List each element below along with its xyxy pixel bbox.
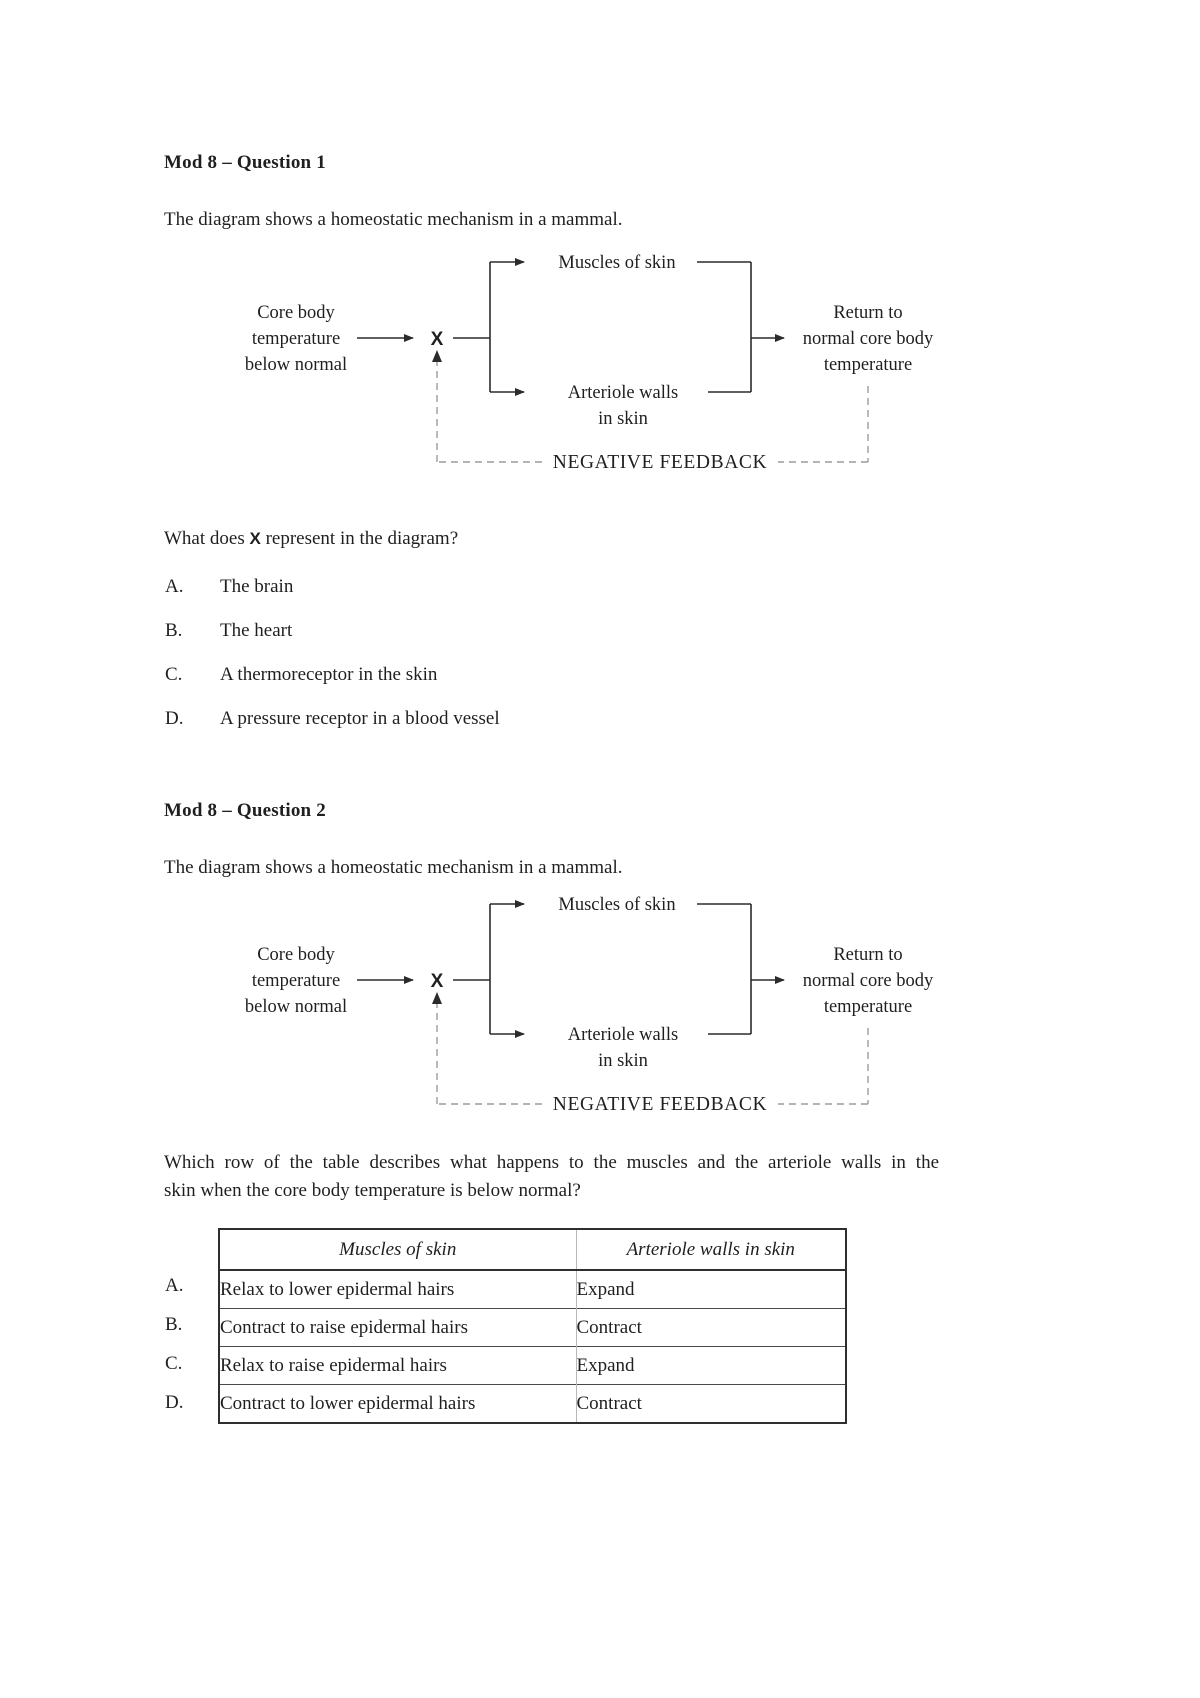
q2-return-line3: temperature <box>824 997 912 1017</box>
row-d-muscles: Contract to lower epidermal hairs <box>219 1384 576 1423</box>
q1-diagram: Core body temperature below normal X Mus… <box>245 253 934 473</box>
table-header-row: Muscles of skin Arteriole walls in skin <box>219 1229 846 1271</box>
q2-core-line1: Core body <box>257 945 335 965</box>
q1-muscles-label: Muscles of skin <box>558 253 675 273</box>
q2-arteriole-label-line2: in skin <box>598 1051 648 1071</box>
q1-option-d-text: A pressure receptor in a blood vessel <box>220 708 500 729</box>
q2-arteriole-label-line1: Arteriole walls <box>568 1025 678 1045</box>
q2-muscles-label: Muscles of skin <box>558 895 675 915</box>
q2-x-node: X <box>431 971 444 992</box>
q1-core-line2: temperature <box>252 329 340 349</box>
q2-core-line3: below normal <box>245 997 347 1017</box>
q2-negative-feedback-label: NEGATIVE FEEDBACK <box>553 1094 767 1115</box>
q2-question-line1: Which row of the table describes what ha… <box>164 1152 939 1173</box>
table-row: Contract to lower epidermal hairs Contra… <box>219 1384 846 1423</box>
q1-question-pre: What does <box>164 528 250 549</box>
q1-question: What does X represent in the diagram? <box>164 528 458 550</box>
q2-question-line2: skin when the core body temperature is b… <box>164 1180 581 1201</box>
q1-option-b-text: The heart <box>220 620 293 641</box>
q1-heading: Mod 8 – Question 1 <box>164 152 326 173</box>
table-header-muscles: Muscles of skin <box>219 1229 576 1271</box>
q1-x-node: X <box>431 329 444 350</box>
q1-arteriole-label-line1: Arteriole walls <box>568 383 678 403</box>
q2-row-b-letter: B. <box>165 1314 183 1335</box>
q2-return-line1: Return to <box>833 945 902 965</box>
q1-question-post: represent in the diagram? <box>260 528 459 549</box>
answer-table: Muscles of skin Arteriole walls in skin … <box>218 1228 847 1424</box>
q2-diagram: Core body temperature below normal X Mus… <box>245 895 934 1115</box>
q2-row-c-letter: C. <box>165 1353 183 1374</box>
row-a-muscles: Relax to lower epidermal hairs <box>219 1269 576 1309</box>
q1-intro: The diagram shows a homeostatic mechanis… <box>164 209 623 230</box>
q1-question-x: X <box>249 529 261 548</box>
row-d-arteriole: Contract <box>575 1384 846 1423</box>
q1-arteriole-label-line2: in skin <box>598 409 648 429</box>
q1-option-a-text: The brain <box>220 576 294 597</box>
q1-option-d-letter: D. <box>165 708 184 729</box>
q1-option-c-text: A thermoreceptor in the skin <box>220 664 438 685</box>
q1-return-line2: normal core body <box>803 329 934 349</box>
q1-negative-feedback-label: NEGATIVE FEEDBACK <box>553 452 767 473</box>
q1-option-b-letter: B. <box>165 620 183 641</box>
row-a-arteriole: Expand <box>575 1269 846 1309</box>
table-row: Relax to raise epidermal hairs Expand <box>219 1346 846 1385</box>
q2-core-line2: temperature <box>252 971 340 991</box>
q1-core-line3: below normal <box>245 355 347 375</box>
q1-feedback-up-arrowhead <box>432 350 442 362</box>
q2-intro: The diagram shows a homeostatic mechanis… <box>164 857 623 878</box>
row-b-muscles: Contract to raise epidermal hairs <box>219 1308 576 1347</box>
q1-return-line1: Return to <box>833 303 902 323</box>
q2-return-line2: normal core body <box>803 971 934 991</box>
q1-return-line3: temperature <box>824 355 912 375</box>
table-header-arteriole: Arteriole walls in skin <box>575 1229 846 1271</box>
row-b-arteriole: Contract <box>575 1308 846 1347</box>
q2-heading: Mod 8 – Question 2 <box>164 800 326 821</box>
table-row: Contract to raise epidermal hairs Contra… <box>219 1308 846 1347</box>
q2-row-a-letter: A. <box>165 1275 184 1296</box>
q1-option-a-letter: A. <box>165 576 184 597</box>
table-row: Relax to lower epidermal hairs Expand <box>219 1269 846 1309</box>
q2-row-d-letter: D. <box>165 1392 184 1413</box>
q2-feedback-up-arrowhead <box>432 992 442 1004</box>
row-c-muscles: Relax to raise epidermal hairs <box>219 1346 576 1385</box>
q1-option-c-letter: C. <box>165 664 183 685</box>
q1-core-line1: Core body <box>257 303 335 323</box>
row-c-arteriole: Expand <box>575 1346 846 1385</box>
